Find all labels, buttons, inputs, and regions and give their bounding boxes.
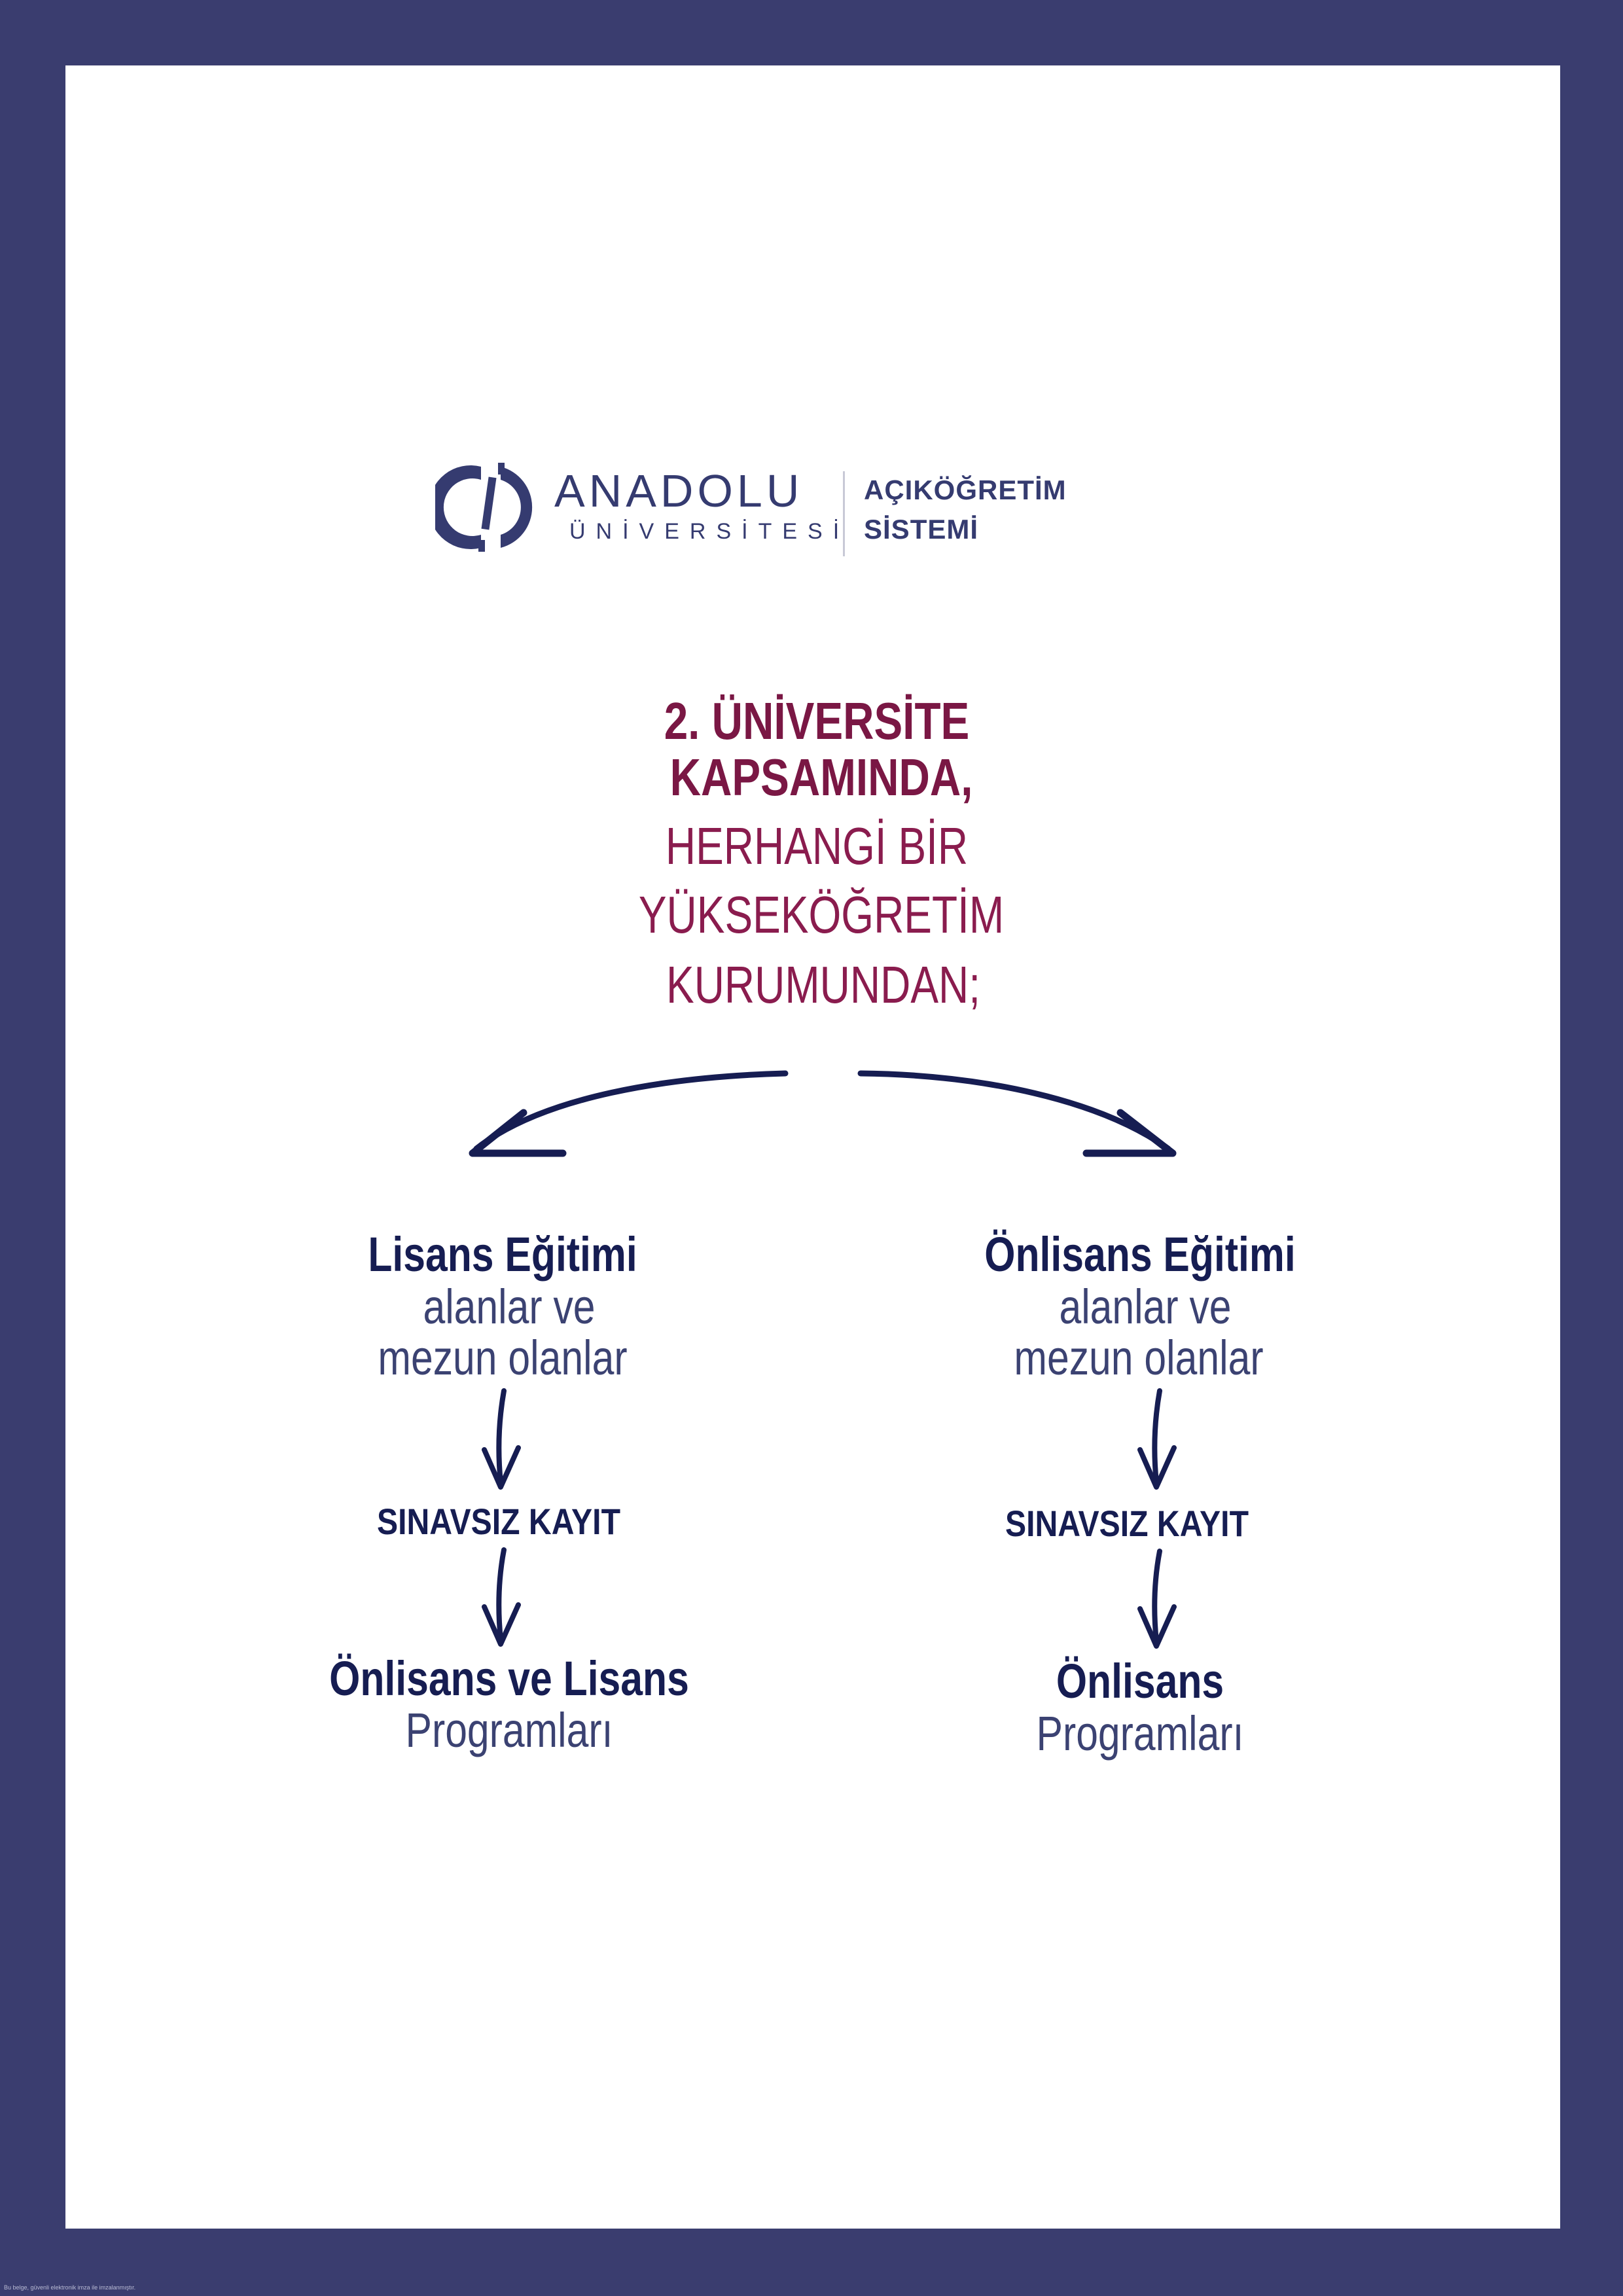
right-desc-2: mezun olanlar: [1014, 1331, 1264, 1385]
logo-name: ANADOLU: [554, 465, 804, 516]
branch-arrow-left-head: [469, 1109, 567, 1157]
right-step: SINAVSIZ KAYIT: [1005, 1503, 1249, 1544]
left-down-arrow-1: [496, 1388, 507, 1485]
heading-line-3: HERHANGİ BİR: [665, 817, 969, 875]
heading-line-5: KURUMUNDAN;: [666, 956, 980, 1014]
left-down-arrow-2-head: [482, 1602, 521, 1647]
left-result-reg: Programları: [405, 1703, 613, 1757]
right-desc-1: alanlar ve: [1059, 1280, 1232, 1334]
heading-line-2: KAPSAMINDA,: [669, 748, 973, 806]
logo-system-line2: SİSTEMİ: [864, 514, 979, 545]
heading-line-1: 2. ÜNİVERSİTE: [664, 692, 970, 750]
right-title: Önlisans Eğitimi: [984, 1227, 1296, 1282]
logo-divider: [843, 471, 845, 556]
left-down-arrow-1-head: [482, 1445, 521, 1490]
left-result-bold: Önlisans ve Lisans: [329, 1651, 689, 1706]
right-result-reg: Programları: [1036, 1706, 1244, 1761]
left-step: SINAVSIZ KAYIT: [377, 1501, 620, 1542]
right-down-arrow-1-head: [1137, 1445, 1177, 1490]
right-down-arrow-1: [1152, 1388, 1162, 1485]
document-page: [65, 65, 1560, 2229]
right-result-bold: Önlisans: [1056, 1654, 1224, 1708]
branch-arrow-right-head: [1082, 1109, 1177, 1157]
left-title: Lisans Eğitimi: [368, 1227, 637, 1282]
logo-subtitle: ÜNİVERSİTESİ: [569, 519, 850, 544]
right-down-arrow-2: [1152, 1549, 1162, 1644]
footer-note: Bu belge, güvenli elektronik imza ile im…: [4, 2284, 136, 2291]
left-desc-2: mezun olanlar: [378, 1331, 628, 1385]
left-desc-1: alanlar ve: [423, 1280, 596, 1334]
heading-line-4: YÜKSEKÖĞRETİM: [638, 886, 1005, 944]
anadolu-logo-icon: [435, 463, 533, 552]
right-down-arrow-2-head: [1137, 1604, 1177, 1649]
logo-system-line1: AÇIKÖĞRETİM: [864, 475, 1067, 505]
left-down-arrow-2: [496, 1547, 507, 1642]
